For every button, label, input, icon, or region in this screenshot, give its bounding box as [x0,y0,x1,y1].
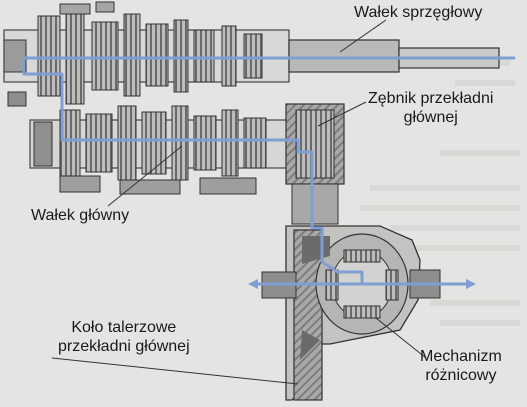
leader-ring-gear [51,357,299,385]
main-shaft [29,105,301,195]
flow-arrow-left-icon [248,279,258,289]
label-main-shaft: Wałek główny [31,207,130,224]
label-differential: Mechanizm różnicowy [420,347,502,385]
leader-differential [375,317,427,359]
label-input-shaft: Wałek sprzęgłowy [354,4,483,21]
power-flow-path [22,56,516,286]
flow-arrow-right-icon [466,279,476,289]
leader-input-shaft [339,19,387,53]
label-drive-pinion-line1: Zębnik przekładni [368,90,494,107]
label-differential-line2: różnicowy [425,367,497,384]
label-differential-line1: Mechanizm [420,348,502,365]
leader-lines [51,19,427,385]
label-ring-gear-line2: przekładni głównej [58,338,190,355]
label-ring-gear-line1: Koło talerzowe [71,319,177,336]
flow-arrow-heads [248,279,476,289]
drive-pinion [285,103,345,225]
leader-main-shaft [107,145,183,207]
label-ring-gear: Koło talerzowe przekładni głównej [58,318,190,356]
label-drive-pinion-line2: głównej [403,109,458,126]
leader-drive-pinion [317,101,367,127]
differential-housing [261,225,441,401]
label-drive-pinion: Zębnik przekładni głównej [368,89,493,127]
input-shaft [3,1,500,107]
